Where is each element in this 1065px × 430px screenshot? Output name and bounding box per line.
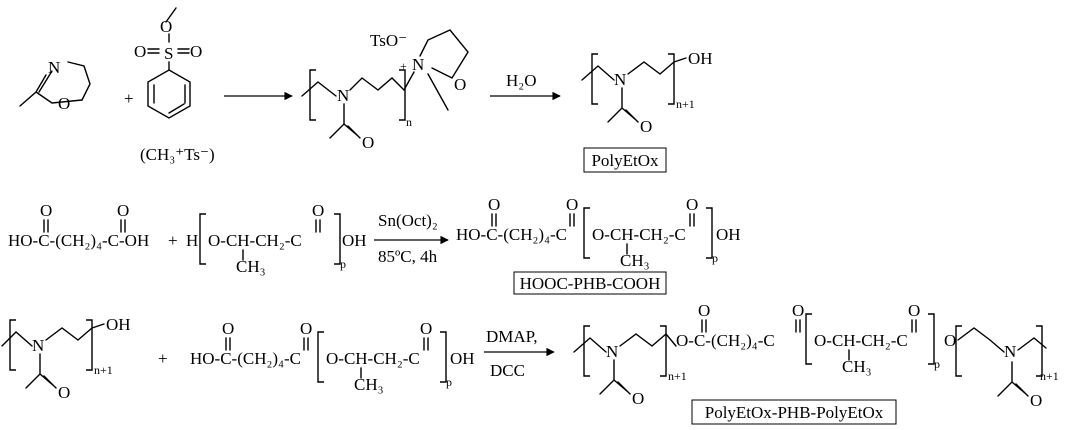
atom-h: H [186, 231, 198, 250]
atom-o: O [312, 201, 324, 220]
ethyloxazoline-monomer: N O [19, 58, 91, 113]
plus-sign: + [158, 349, 168, 368]
polyetox-reactant: N OH n+1 O [1, 315, 131, 402]
reagent-dmap: DMAP, [486, 327, 538, 346]
atom-o: O [40, 201, 52, 220]
terminal-oh: OH [106, 315, 131, 334]
terminal-oh: OH [716, 225, 741, 244]
living-polymer: N n + O N O TsO⁻ [301, 29, 469, 152]
phb-repeat-formula: O-CH-CH₂-C [326, 349, 420, 368]
atom-n: N [32, 336, 44, 355]
reagent-dcc: DCC [490, 361, 525, 380]
phb-repeat-formula: O-CH-CH₂-C [592, 225, 686, 244]
methyl-group: CH₃ [236, 257, 266, 276]
hooc-phb-cooh-product: O O HO-C-(CH₂)₄-C O-CH-CH₂-C O CH₃ p OH [456, 195, 741, 270]
atom-n: N [614, 70, 626, 89]
atom-o: O [1030, 391, 1042, 410]
subscript-n: n [406, 115, 412, 129]
atom-o: O [160, 17, 172, 36]
atom-o: O [300, 319, 312, 338]
atom-o: O [944, 331, 956, 350]
methyl-tosylate: O S O O [134, 7, 202, 119]
atom-o: O [698, 301, 710, 320]
catalyst-label: Sn(Oct)₂ [378, 211, 438, 230]
water-reagent: H₂O [506, 71, 536, 90]
atom-o: O [454, 75, 466, 94]
diester-linker-formula: O-C-(CH₂)₄-C [676, 331, 775, 350]
terminal-oh: OH [450, 349, 475, 368]
phb-oligomer: H O-CH-CH₂-C O CH₃ p OH [186, 201, 367, 276]
atom-o: O [792, 301, 804, 320]
label-box [513, 271, 667, 295]
polyetox-label: PolyEtOx [591, 151, 659, 170]
polyetox-product: N OH n+1 O [581, 49, 713, 136]
methyl-group: CH₃ [842, 357, 872, 376]
atom-o: O [488, 195, 500, 214]
atom-o: O [566, 195, 578, 214]
subscript-n-plus-1: n+1 [1040, 369, 1059, 383]
subscript-p: p [712, 251, 718, 265]
label-box [583, 147, 667, 173]
atom-o: O [58, 383, 70, 402]
phb-repeat-formula: O-CH-CH₂-C [814, 331, 908, 350]
initiator-label: (CH₃⁺Ts⁻) [140, 145, 215, 164]
methyl-group: CH₃ [354, 375, 384, 394]
terminal-oh: OH [688, 49, 713, 68]
atom-o: O [908, 301, 920, 320]
atom-o: O [190, 42, 202, 61]
acid-end-formula: HO-C-(CH₂)₄-C [190, 349, 301, 368]
acid-end-formula: HO-C-(CH₂)₄-C [456, 225, 567, 244]
conditions-label: 85ºC, 4h [378, 247, 438, 266]
atom-o: O [134, 42, 146, 61]
atom-o: O [632, 389, 644, 408]
triblock-label: PolyEtOx-PHB-PolyEtOx [705, 403, 884, 422]
atom-n: N [337, 86, 349, 105]
plus-sign: + [168, 231, 178, 250]
subscript-n-plus-1: n+1 [668, 369, 687, 383]
atom-o: O [420, 319, 432, 338]
adipic-acid-formula: HO-C-(CH₂)₄-C-OH [8, 231, 149, 250]
subscript-p: p [934, 357, 940, 371]
plus-sign: + [124, 89, 134, 108]
subscript-p: p [340, 257, 346, 271]
hooc-phb-cooh-reactant: O O HO-C-(CH₂)₄-C O-CH-CH₂-C O CH₃ p OH [190, 319, 475, 394]
atom-n: N [1004, 342, 1016, 361]
atom-o: O [686, 195, 698, 214]
atom-o: O [362, 133, 374, 152]
atom-o: O [58, 94, 70, 113]
atom-o: O [640, 117, 652, 136]
atom-s: S [164, 44, 173, 63]
phb-repeat-formula: O-CH-CH₂-C [208, 231, 302, 250]
atom-n: N [412, 55, 424, 74]
subscript-p: p [446, 375, 452, 389]
atom-o: O [222, 319, 234, 338]
subscript-n-plus-1: n+1 [94, 363, 113, 377]
adipic-acid: O O HO-C-(CH₂)₄-C-OH [8, 201, 149, 250]
methyl-group: CH₃ [620, 251, 650, 270]
hooc-phb-cooh-label: HOOC-PHB-COOH [520, 274, 661, 293]
terminal-oh: OH [342, 231, 367, 250]
charge-plus: + [400, 59, 407, 73]
atom-n: N [48, 58, 60, 77]
triblock-product: N n+1 O O O O-C-(CH₂)₄-C O-CH-CH₂-C O CH… [573, 301, 1059, 410]
atom-n: N [606, 342, 618, 361]
label-box [691, 399, 897, 425]
counterion: TsO⁻ [370, 31, 407, 50]
subscript-n-plus-1: n+1 [676, 97, 695, 111]
atom-o: O [117, 201, 129, 220]
